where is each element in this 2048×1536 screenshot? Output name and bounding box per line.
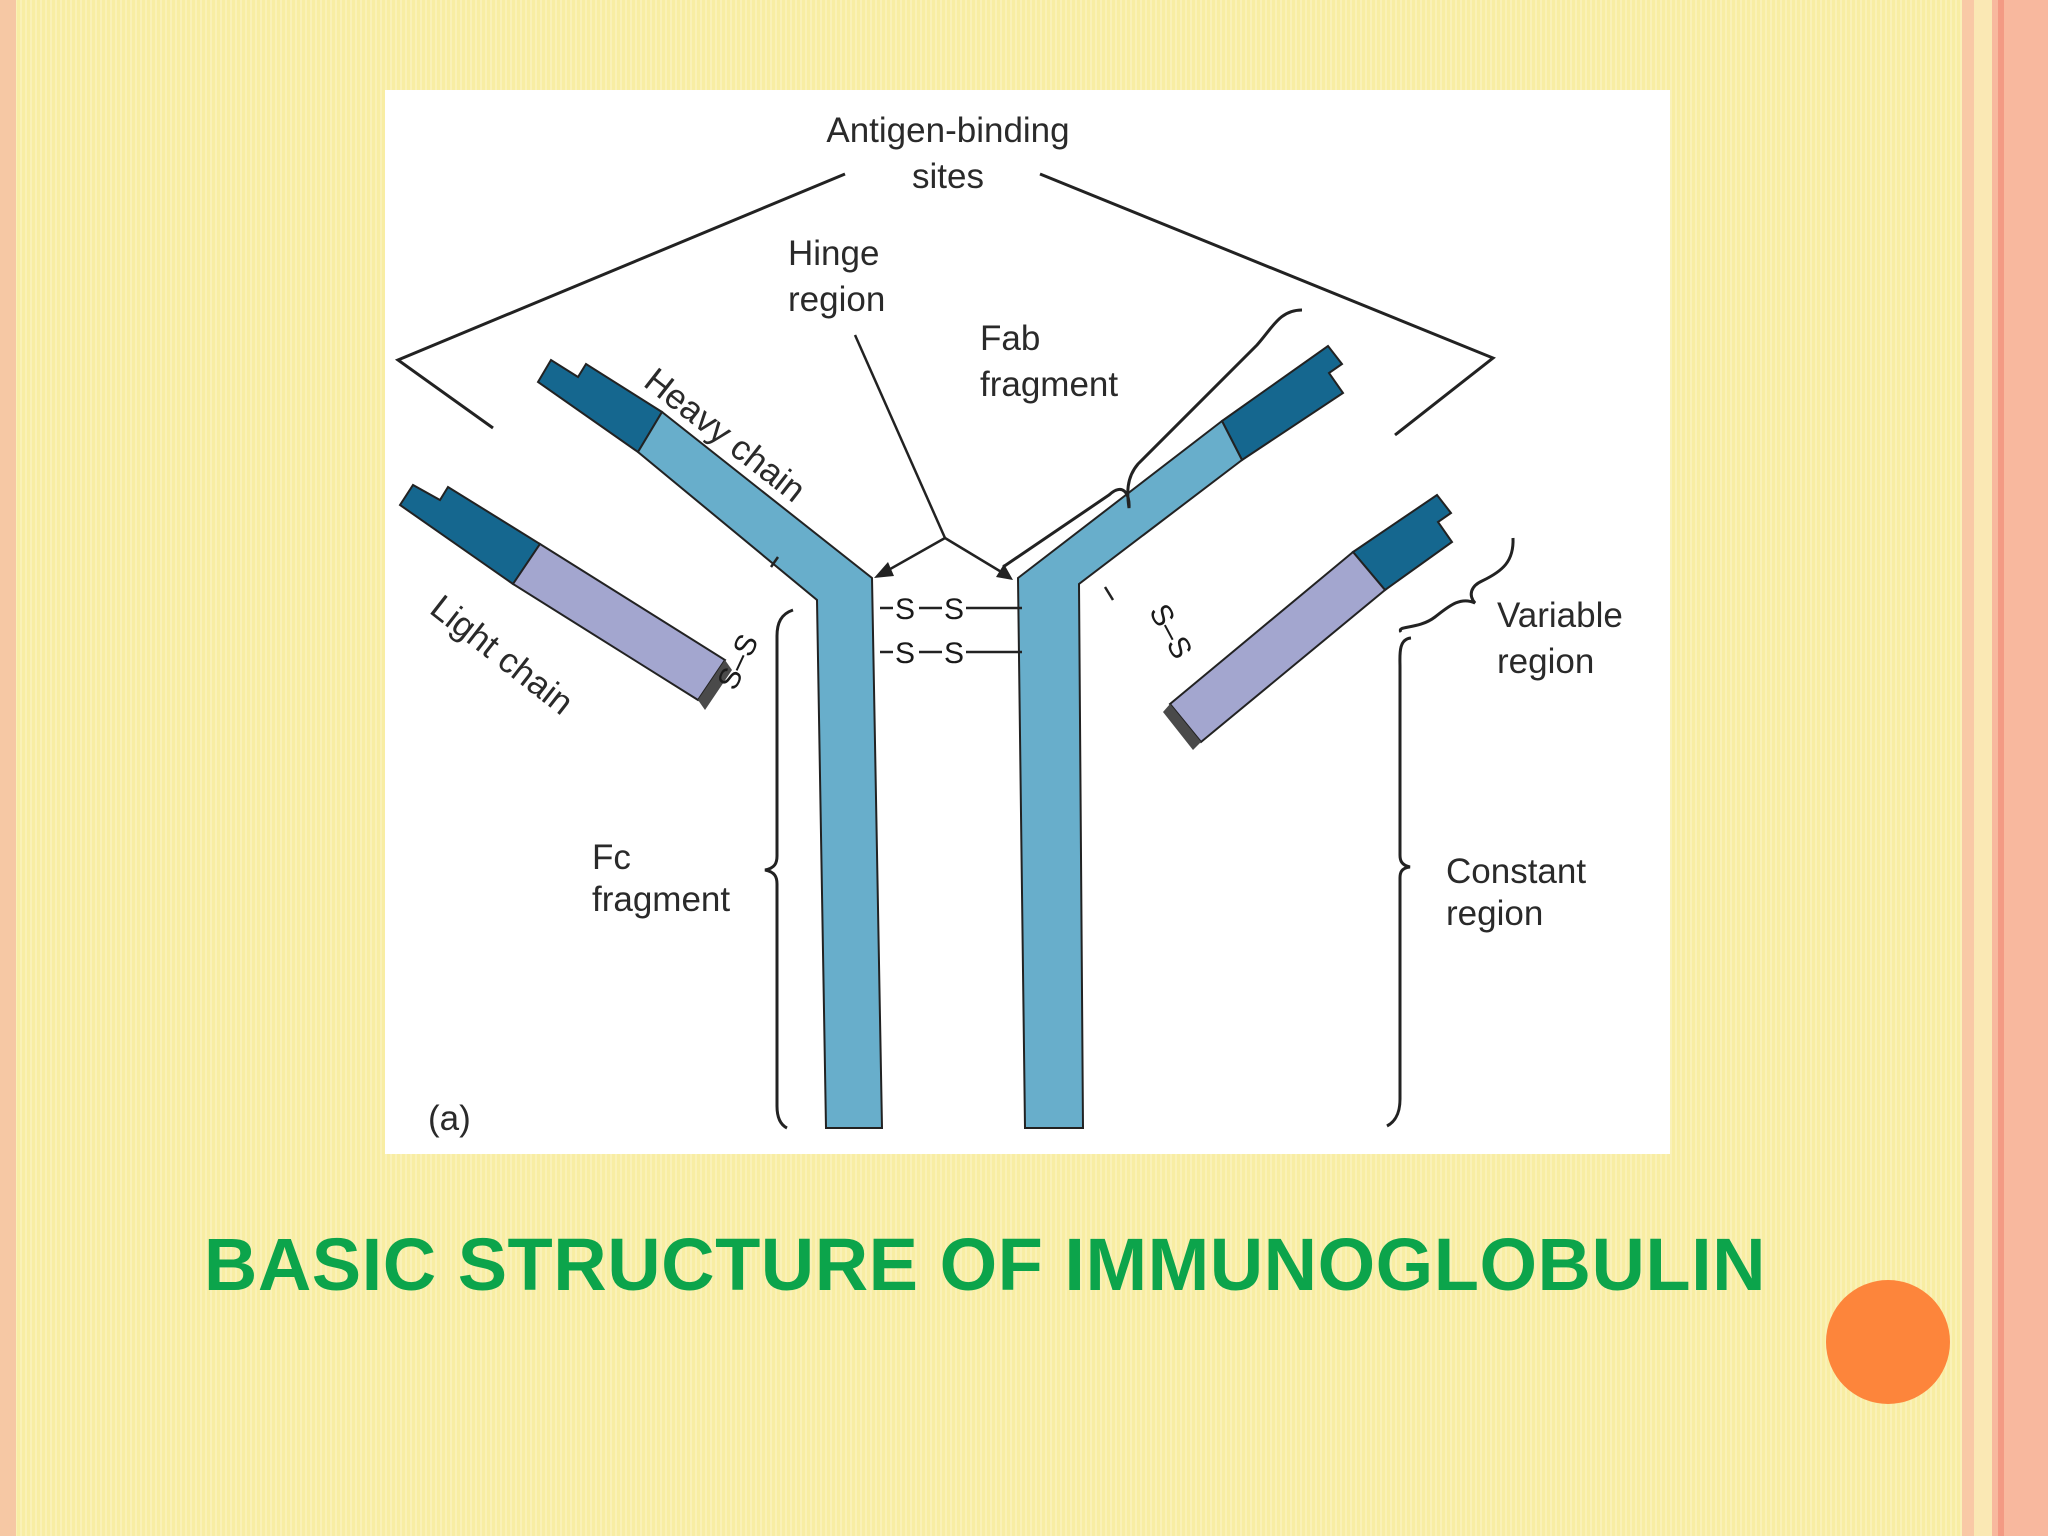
- immunoglobulin-figure: S S S S S–S S–S Antigen-binding sites Hi…: [385, 90, 1670, 1154]
- right-border-band: [1962, 0, 1974, 1536]
- light-heavy-disulfide-right: S–S: [1103, 586, 1199, 665]
- fab-brace: [1002, 308, 1303, 569]
- heavy-chain-right-constant: [1016, 419, 1244, 1129]
- light-chain-left-variable: [398, 483, 542, 586]
- heavy-chain-left-constant: [636, 410, 884, 1129]
- slide-title: BASIC STRUCTURE OF IMMUNOGLOBULIN: [203, 1223, 1767, 1306]
- light-chain-left-shade: [698, 660, 732, 710]
- right-border-band: [1998, 0, 2004, 1536]
- hinge-pointer-line: [853, 334, 947, 539]
- fab-fragment-label: fragment: [980, 365, 1118, 404]
- light-heavy-disulfide-left: S–S: [711, 556, 780, 695]
- panel-label: (a): [428, 1099, 471, 1138]
- disulfide-bond-label: S–S: [711, 629, 765, 694]
- left-border-stripe: [0, 0, 16, 1536]
- sulfur-label: S: [944, 637, 964, 670]
- fc-brace: [764, 608, 794, 1130]
- hinge-region-label: region: [788, 280, 885, 319]
- sulfur-label: S: [944, 593, 964, 626]
- immunoglobulin-diagram: S S S S S–S S–S Antigen-binding sites Hi…: [394, 111, 1623, 1138]
- sulfur-label: S: [895, 637, 915, 670]
- light-chain-right-constant: [1168, 550, 1387, 744]
- hinge-pointer-left: [884, 536, 946, 574]
- constant-region-label: region: [1446, 894, 1543, 933]
- hinge-pointer-right: [944, 536, 1004, 575]
- right-border-stripes: [1962, 0, 2048, 1536]
- variable-brace: [1398, 537, 1515, 633]
- antigen-site-leader-left: [394, 172, 846, 430]
- disulfide-bond-label: S–S: [1143, 599, 1199, 665]
- fc-fragment-label: fragment: [592, 880, 730, 919]
- inter-heavy-disulfide-bonds: S S S S: [880, 593, 1022, 670]
- heavy-chain-left-variable: [536, 358, 664, 454]
- constant-brace: [1386, 636, 1412, 1128]
- antigen-binding-label: sites: [912, 157, 984, 196]
- orange-circle-decoration: [1826, 1280, 1950, 1404]
- variable-region-label: Variable: [1497, 596, 1623, 635]
- fc-fragment-label: Fc: [592, 838, 631, 877]
- constant-region-label: Constant: [1446, 852, 1586, 891]
- light-chain-right-shade: [1163, 704, 1201, 750]
- arrowhead-icon: [996, 564, 1013, 580]
- antigen-site-leader-right: [1039, 172, 1496, 437]
- variable-region-label: region: [1497, 642, 1594, 681]
- antigen-binding-label: Antigen-binding: [826, 111, 1069, 150]
- arrowhead-icon: [874, 562, 894, 578]
- sulfur-label: S: [895, 593, 915, 626]
- fab-fragment-label: Fab: [980, 319, 1040, 358]
- hinge-region-label: Hinge: [788, 234, 879, 273]
